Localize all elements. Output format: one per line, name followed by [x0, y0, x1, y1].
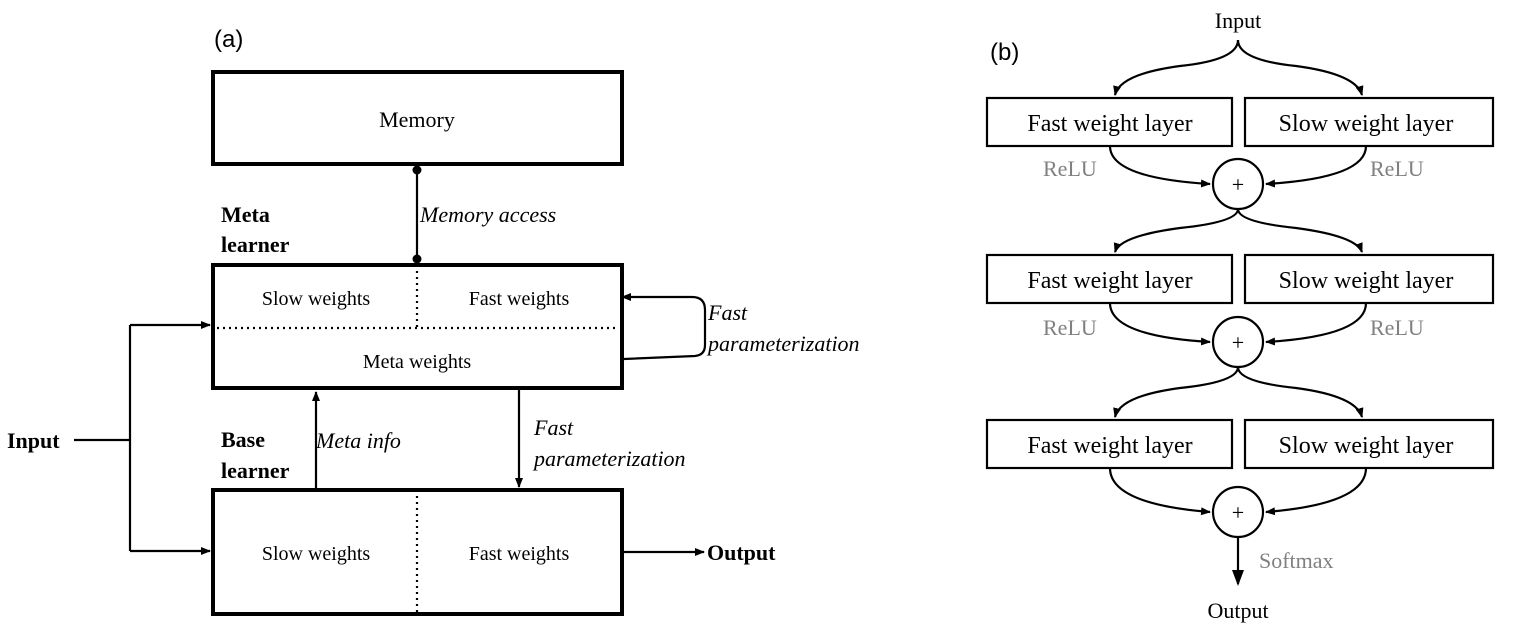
slow-weight-layer-3-label: Slow weight layer	[1279, 433, 1454, 459]
input-label-b: Input	[1215, 8, 1261, 33]
fast-to-sum-3	[1108, 467, 1211, 516]
fast-param-right-1: Fast	[707, 300, 748, 325]
meta-fast-weights: Fast weights	[469, 288, 570, 310]
fast-weight-layer-3	[985, 418, 1234, 470]
relu-right-2: ReLU	[1370, 315, 1424, 340]
meta-weights: Meta weights	[363, 351, 472, 373]
slow-to-sum-3	[1265, 467, 1368, 516]
slow-weight-layer-1	[1243, 96, 1495, 148]
panel-a: (a) Memory Memory access Meta learner Sl…	[7, 26, 860, 616]
memory-box	[211, 70, 624, 166]
fast-to-sum-1	[1108, 145, 1211, 188]
slow-to-sum-2	[1265, 302, 1368, 346]
slow-weight-layer-1-label: Slow weight layer	[1279, 111, 1454, 137]
slow-to-sum-1	[1265, 145, 1368, 188]
fast-param-mid-1: Fast	[533, 415, 574, 440]
fast-weight-layer-2-label: Fast weight layer	[1027, 268, 1192, 294]
memory-access-dot-top	[412, 165, 422, 175]
base-learner-label-1: Base	[221, 427, 265, 452]
sum-node-3-label: +	[1232, 500, 1244, 525]
sum1-to-slow-2	[1236, 208, 1364, 253]
memory-access-label: Memory access	[419, 202, 556, 227]
relu-right-1: ReLU	[1370, 156, 1424, 181]
relu-left-1: ReLU	[1043, 156, 1097, 181]
meta-learner-label-1: Meta	[221, 202, 270, 227]
meta-info-label: Meta info	[315, 428, 401, 453]
memory-access-dot-bottom	[412, 254, 422, 264]
meta-learner-label-2: learner	[221, 232, 290, 257]
meta-slow-weights: Slow weights	[262, 288, 371, 310]
sum2-to-slow-3	[1236, 366, 1364, 418]
slow-weight-layer-2	[1243, 253, 1495, 305]
fast-param-mid-2: parameterization	[532, 446, 686, 471]
input-to-slow-1	[1236, 39, 1364, 96]
output-label-b: Output	[1207, 598, 1268, 623]
fast-param-loop-arrow	[621, 293, 707, 361]
input-label-a: Input	[7, 428, 60, 453]
panel-b-label: (b)	[990, 39, 1019, 66]
fast-weight-layer-3-label: Fast weight layer	[1027, 433, 1192, 459]
fast-weight-layer-1-label: Fast weight layer	[1027, 111, 1192, 137]
relu-left-2: ReLU	[1043, 315, 1097, 340]
slow-weight-layer-2-label: Slow weight layer	[1279, 268, 1454, 294]
sum-node-2-label: +	[1232, 330, 1244, 355]
slow-weight-layer-3	[1243, 418, 1495, 470]
base-fast-weights: Fast weights	[469, 543, 570, 565]
output-label-a: Output	[707, 540, 776, 565]
softmax-label: Softmax	[1259, 548, 1334, 573]
sum1-to-fast-2	[1113, 208, 1240, 253]
panel-a-label: (a)	[214, 26, 243, 53]
fast-param-right-2: parameterization	[706, 331, 860, 356]
fast-weight-layer-2	[985, 253, 1234, 305]
input-to-fast-1	[1113, 39, 1240, 96]
panel-b: (b) Input Fast weight layer Slow weight …	[985, 8, 1495, 623]
sum-node-1-label: +	[1232, 172, 1244, 197]
fast-to-sum-2	[1108, 302, 1211, 346]
fast-weight-layer-1	[985, 96, 1234, 148]
base-slow-weights: Slow weights	[262, 543, 371, 565]
memory-label: Memory	[379, 107, 455, 132]
base-learner-label-2: learner	[221, 458, 290, 483]
sum2-to-fast-3	[1113, 366, 1240, 418]
